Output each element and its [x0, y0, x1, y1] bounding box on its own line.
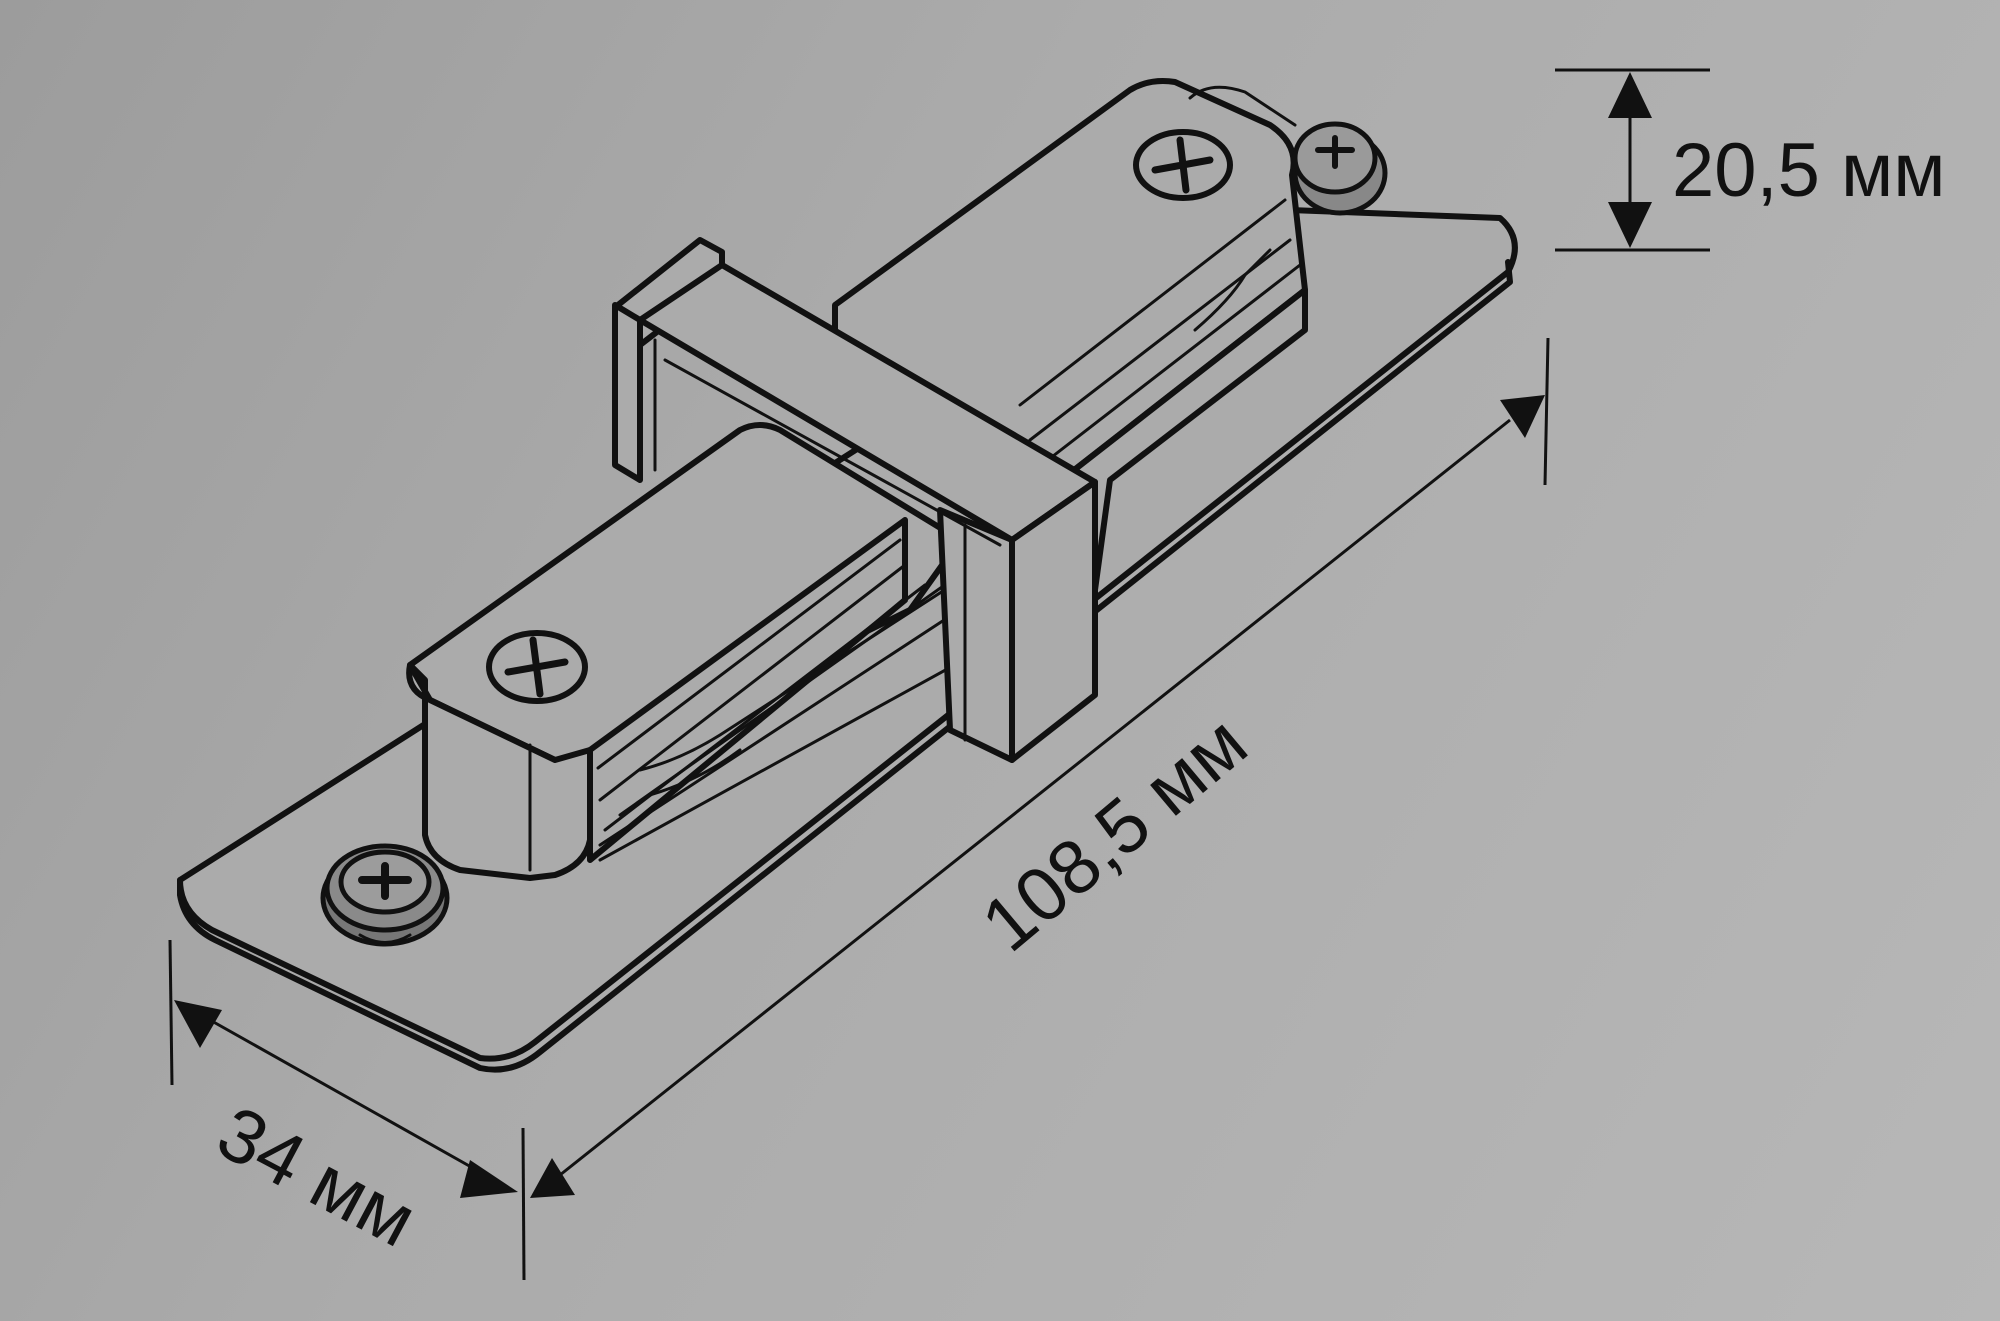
center-clamp	[612, 237, 1098, 763]
height-label: 20,5 мм	[1672, 128, 1946, 213]
width-label: 34 мм	[204, 1090, 429, 1264]
height-dimension: 20,5 мм	[1555, 68, 1946, 252]
front-slider-screw-icon	[486, 630, 588, 704]
rear-slider-screw-icon	[1133, 129, 1233, 201]
rear-plate-screw-icon	[1292, 121, 1388, 216]
front-plate-screw-icon	[320, 843, 450, 947]
